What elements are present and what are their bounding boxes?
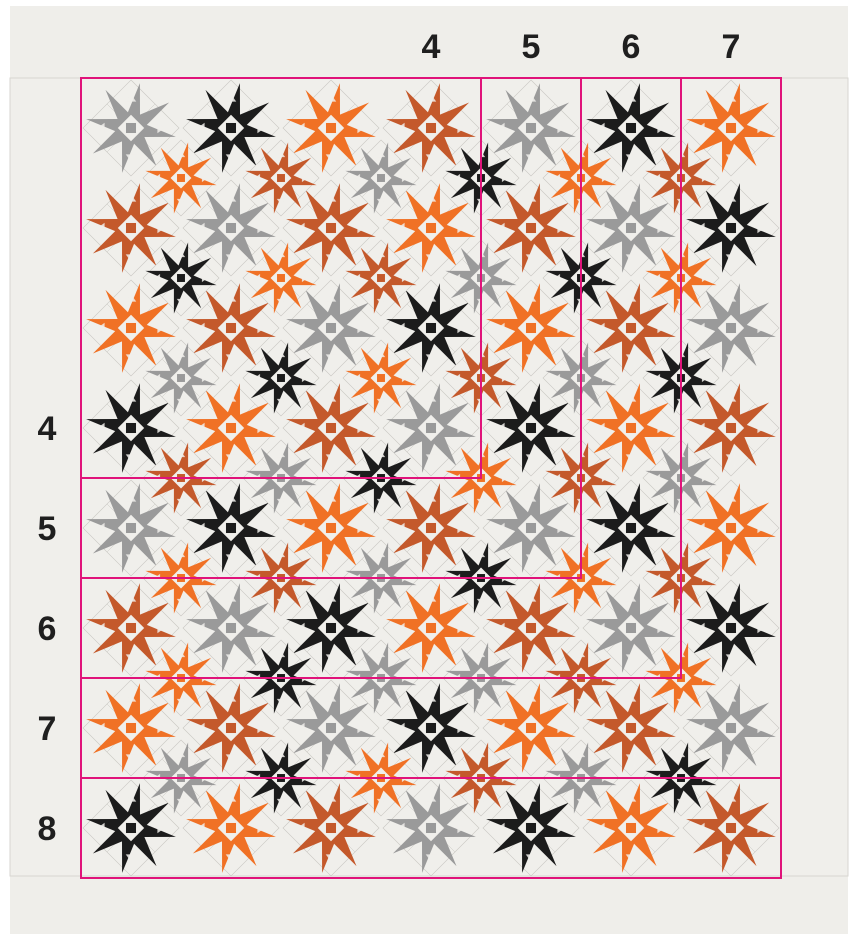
top-label-5: 5 (522, 28, 541, 66)
left-label-6: 6 (38, 610, 57, 648)
left-label-7: 7 (38, 710, 57, 748)
left-label-4: 4 (38, 410, 57, 448)
left-label-5: 5 (38, 510, 57, 548)
top-label-6: 6 (622, 28, 641, 66)
left-label-8: 8 (38, 810, 57, 848)
top-label-4: 4 (422, 28, 441, 66)
footer-band (10, 876, 848, 934)
top-label-7: 7 (722, 28, 741, 66)
